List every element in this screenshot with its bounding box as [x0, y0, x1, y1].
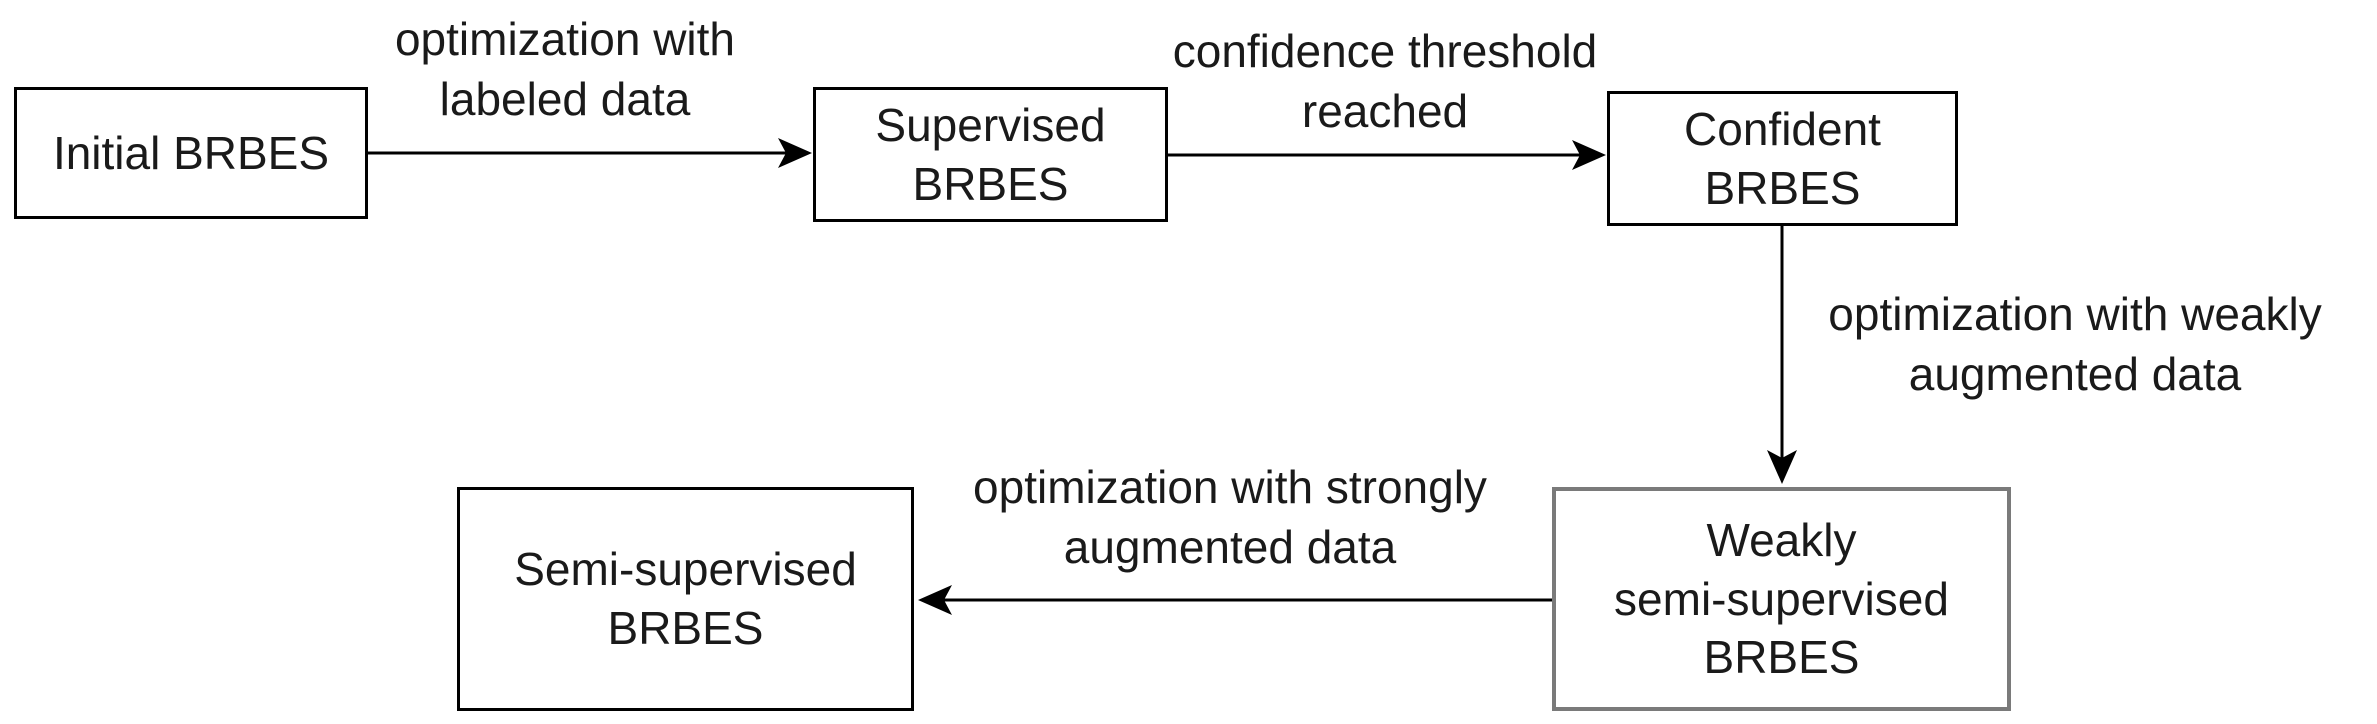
node-weakly-semi-supervised-brbes: Weakly semi-supervised BRBES: [1552, 487, 2011, 711]
edge-label-supervised-to-confident: confidence threshold reached: [1172, 25, 1598, 137]
arrowhead-weakly-to-semi: [918, 585, 952, 615]
node-semi-supervised-brbes: Semi-supervised BRBES: [457, 487, 914, 711]
edge-label-confident-to-weakly: optimization with weakly augmented data: [1828, 288, 2322, 400]
node-supervised-brbes: Supervised BRBES: [813, 87, 1168, 222]
node-confident-brbes: Confident BRBES: [1607, 91, 1958, 226]
arrowhead-confident-to-weakly: [1767, 450, 1797, 484]
arrowhead-supervised-to-confident: [1572, 140, 1606, 170]
node-initial-brbes: Initial BRBES: [14, 87, 368, 219]
edge-label-initial-to-supervised: optimization with labeled data: [394, 13, 736, 125]
edge-label-weakly-to-semi: optimization with strongly augmented dat…: [973, 461, 1487, 573]
arrowhead-initial-to-supervised: [778, 138, 812, 168]
